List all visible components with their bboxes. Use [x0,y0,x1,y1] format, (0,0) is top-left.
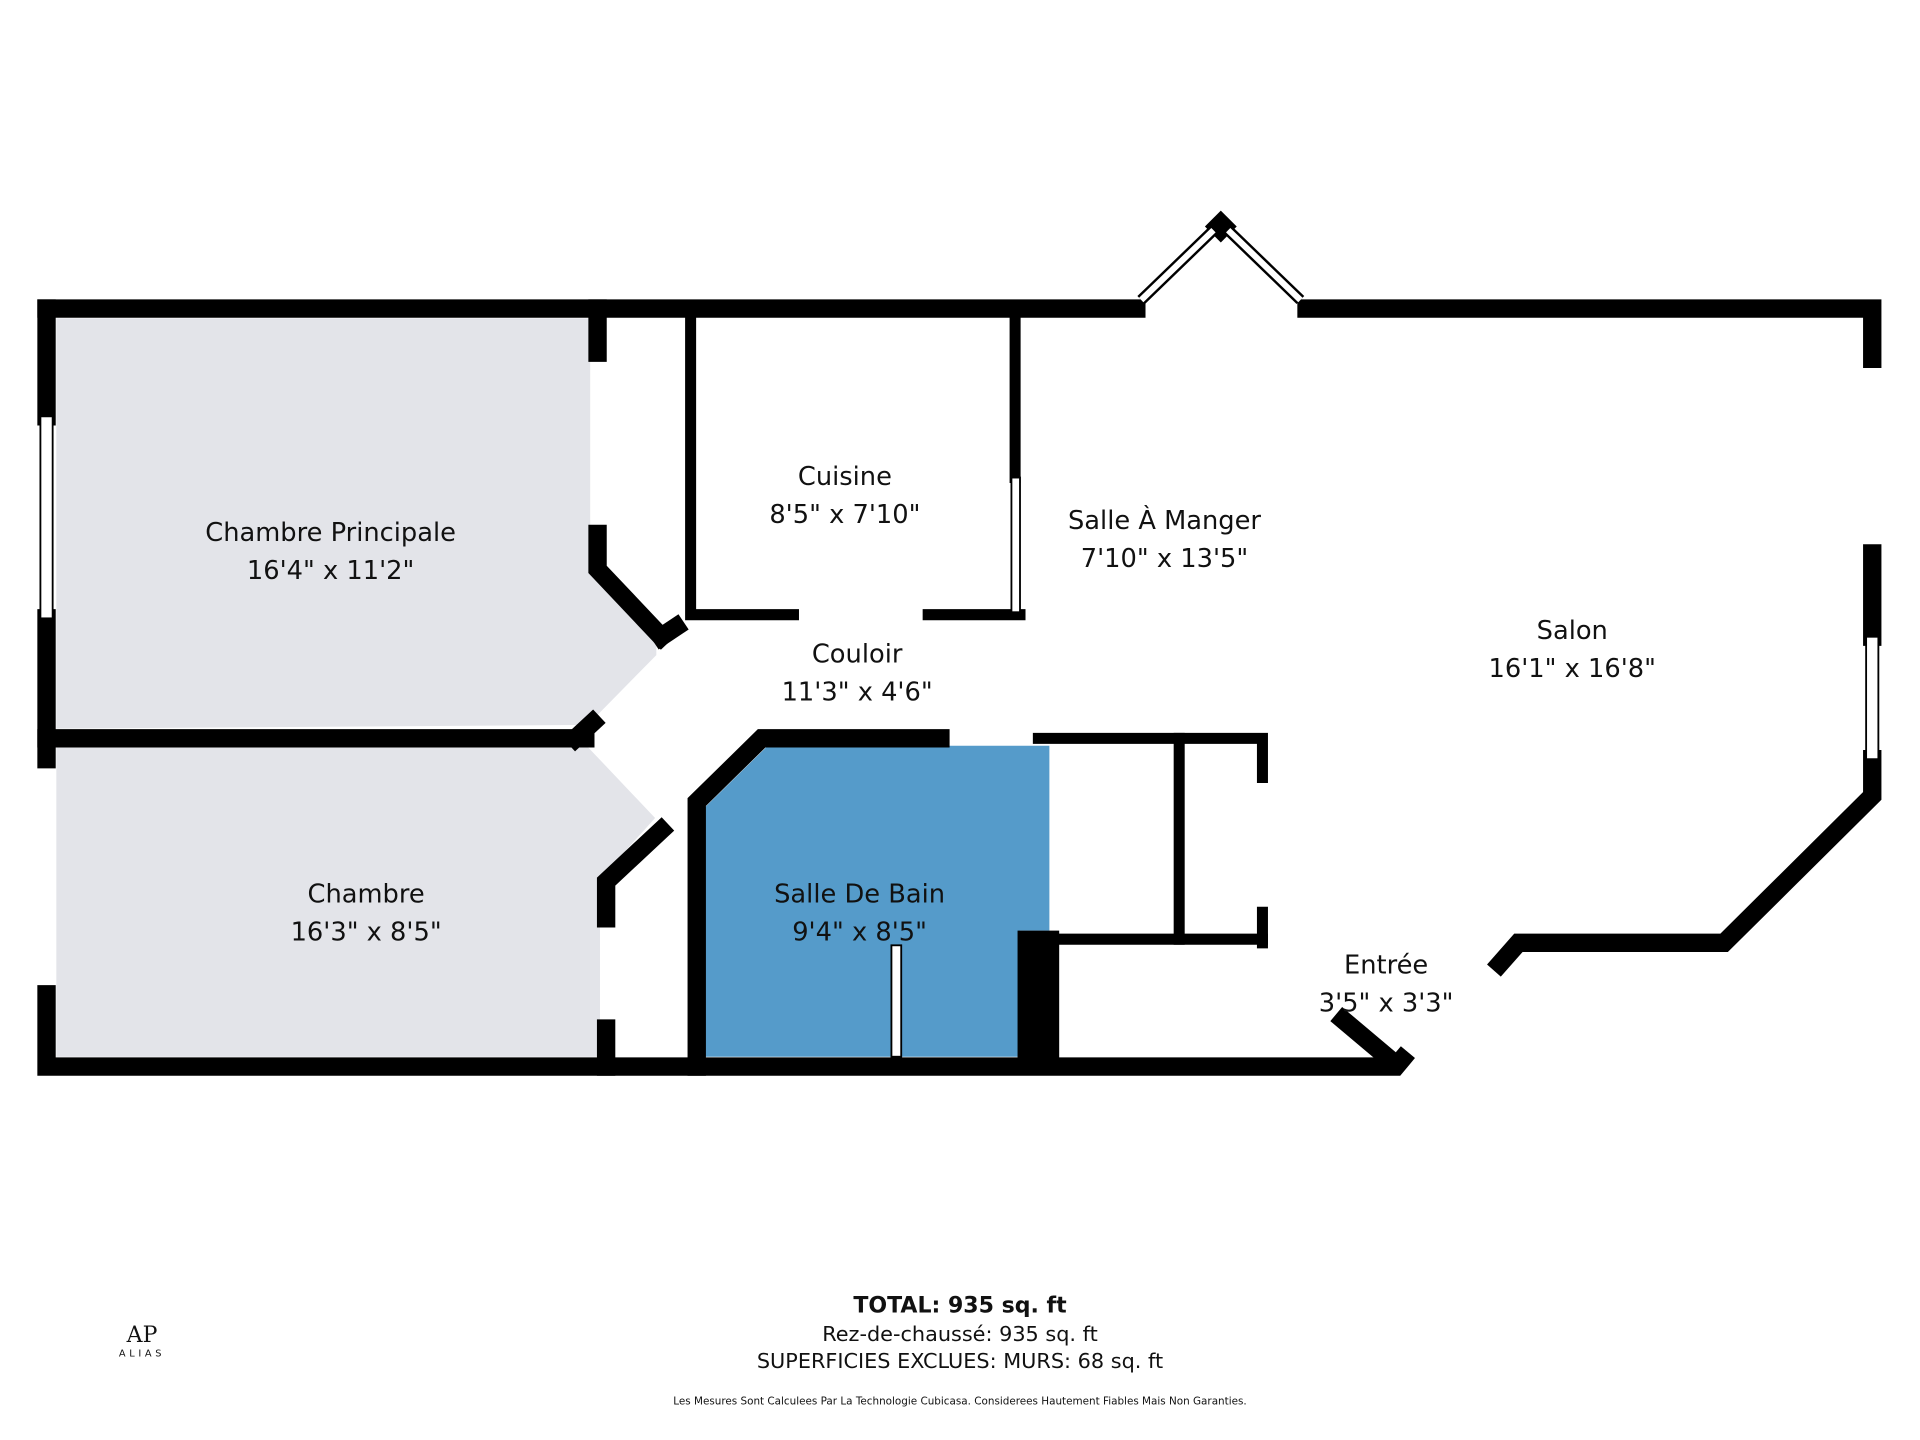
room-size: 3'5" x 3'3" [1319,988,1454,1018]
alias-logo: AP ALIAS [119,1323,165,1360]
room-salle-a-manger: Salle À Manger 7'10" x 13'5" [1068,504,1261,574]
room-name: Salle De Bain [774,879,945,909]
room-fill-chambre [56,746,656,1057]
room-size: 8'5" x 7'10" [769,500,920,530]
room-name: Salle À Manger [1068,504,1261,536]
room-chambre: Chambre 16'3" x 8'5" [291,879,442,947]
svg-text:AP: AP [126,1323,158,1348]
room-name: Entrée [1344,950,1428,980]
excluded-area: SUPERFICIES EXCLUES: MURS: 68 sq. ft [757,1349,1163,1373]
room-chambre-principale: Chambre Principale 16'4" x 11'2" [205,518,456,586]
room-couloir: Couloir 11'3" x 4'6" [782,639,933,707]
room-name: Chambre [308,879,425,909]
room-cuisine: Cuisine 8'5" x 7'10" [769,462,920,530]
total-area: TOTAL: 935 sq. ft [853,1294,1067,1319]
room-size: 16'3" x 8'5" [291,917,442,947]
area-summary: TOTAL: 935 sq. ft Rez-de-chaussé: 935 sq… [673,1294,1246,1408]
room-salle-de-bain: Salle De Bain 9'4" x 8'5" [774,879,945,947]
room-size: 16'4" x 11'2" [247,556,414,586]
disclaimer: Les Mesures Sont Calculees Par La Techno… [673,1395,1246,1407]
room-size: 9'4" x 8'5" [792,917,927,947]
walls [37,210,1882,1076]
windows [39,226,1880,1058]
room-size: 7'10" x 13'5" [1081,544,1248,574]
svg-text:ALIAS: ALIAS [119,1349,165,1360]
room-entree: Entrée 3'5" x 3'3" [1319,950,1454,1018]
room-name: Couloir [812,639,903,669]
room-name: Cuisine [798,462,892,492]
floor-area: Rez-de-chaussé: 935 sq. ft [822,1322,1098,1346]
room-name: Salon [1537,616,1608,646]
room-size: 16'1" x 16'8" [1489,654,1656,684]
room-name: Chambre Principale [205,518,456,548]
room-size: 11'3" x 4'6" [782,677,933,707]
room-fill-chambre-principale [56,318,657,729]
room-fill-salle-de-bain [704,745,1050,1057]
room-salon: Salon 16'1" x 16'8" [1489,616,1656,684]
